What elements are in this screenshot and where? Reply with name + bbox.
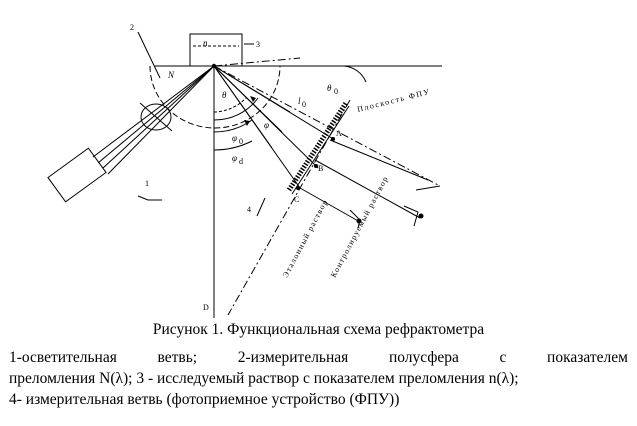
figure-legend: 1-осветительная ветвь; 2-измерительная п… — [9, 347, 628, 410]
label-D: D — [203, 303, 209, 312]
figure-caption: Рисунок 1. Функциональная схема рефракто… — [152, 321, 485, 338]
point-control — [418, 213, 424, 219]
photodetector-array — [286, 101, 349, 192]
sample-cuvette — [189, 33, 243, 67]
legend-word: 1-осветительная — [9, 349, 117, 366]
label-2: 2 — [130, 23, 134, 32]
label-theta: θ — [222, 90, 227, 100]
legend-word: 2-измерительная — [237, 349, 349, 366]
legend-line-2: преломления N(λ); 3 - исследуемый раство… — [9, 370, 519, 387]
measuring-hemisphere — [149, 65, 281, 129]
label-phi-d: φ — [232, 153, 237, 163]
label-phi-d-sub: d — [239, 157, 243, 166]
light-source — [47, 147, 107, 203]
dashdot-normal — [227, 99, 351, 316]
photodetector-edge — [291, 105, 350, 195]
point-C — [296, 186, 300, 190]
arrow-head-2 — [244, 120, 250, 126]
tick-right — [415, 185, 441, 191]
illum-ray-4 — [107, 65, 215, 175]
ext-etalon-2 — [299, 187, 361, 223]
label-A: A — [336, 129, 342, 138]
dashdot-ray-2 — [213, 57, 301, 67]
angle-arc-2 — [213, 119, 253, 133]
illum-ray-2 — [102, 65, 215, 169]
control-tick — [403, 205, 419, 227]
legend-word: ветвь; — [157, 349, 198, 366]
label-theta0-sub: 0 — [334, 87, 338, 96]
legend-word: полусфера — [388, 349, 459, 366]
refractometer-diagram: 2 3 1 4 N n θ θ 0 φ φ 0 φ d l 0 A B C D … — [47, 23, 442, 318]
ray-extra-1 — [213, 65, 291, 113]
dashdot-ray-1 — [213, 65, 441, 187]
ray-extra-2 — [213, 65, 283, 133]
point-B — [314, 164, 318, 168]
label-phi0-sub: 0 — [239, 137, 243, 146]
label-plane-fpu: Плоскость ФПУ — [356, 87, 431, 114]
leader-1 — [137, 195, 162, 201]
center-point — [211, 63, 217, 69]
illum-ray-3 — [92, 65, 215, 158]
label-1: 1 — [145, 179, 149, 188]
label-phi0: φ — [232, 133, 237, 143]
arrow-head-1 — [250, 96, 256, 102]
label-control-solution: Контролируемый раствор — [329, 174, 390, 279]
legend-line-3: 4- измерительная ветвь (фотоприемное уст… — [9, 391, 400, 408]
legend-word: показателем — [547, 349, 628, 366]
label-N: N — [167, 70, 175, 80]
angle-arc-1 — [213, 97, 259, 121]
label-C: C — [294, 195, 299, 204]
label-3: 3 — [256, 40, 260, 49]
legend-line-1: 1-осветительная ветвь; 2-измерительная п… — [9, 347, 628, 368]
label-l0-sub: 0 — [302, 100, 306, 109]
lens-axis — [139, 102, 173, 132]
ext-control — [329, 139, 429, 181]
angle-arc-3 — [213, 140, 253, 151]
leader-2 — [137, 31, 161, 79]
label-phi: φ — [264, 120, 269, 130]
ray-extra-3 — [213, 65, 273, 149]
ext-etalon-1 — [314, 159, 421, 219]
leader-4 — [256, 197, 266, 217]
illum-ray-1 — [97, 65, 215, 164]
label-etalon-solution: Эталонный раствор — [281, 198, 330, 279]
point-etalon — [356, 218, 362, 224]
label-B: B — [318, 164, 323, 173]
inner-arc — [213, 97, 247, 113]
label-theta0: θ — [327, 83, 332, 93]
label-l0: l — [298, 96, 301, 106]
angle-arc-theta0 — [343, 65, 367, 83]
point-A — [331, 137, 335, 141]
legend-word: с — [499, 349, 507, 366]
label-n: n — [203, 38, 208, 48]
label-4: 4 — [247, 205, 251, 214]
condenser-lens — [140, 103, 172, 131]
